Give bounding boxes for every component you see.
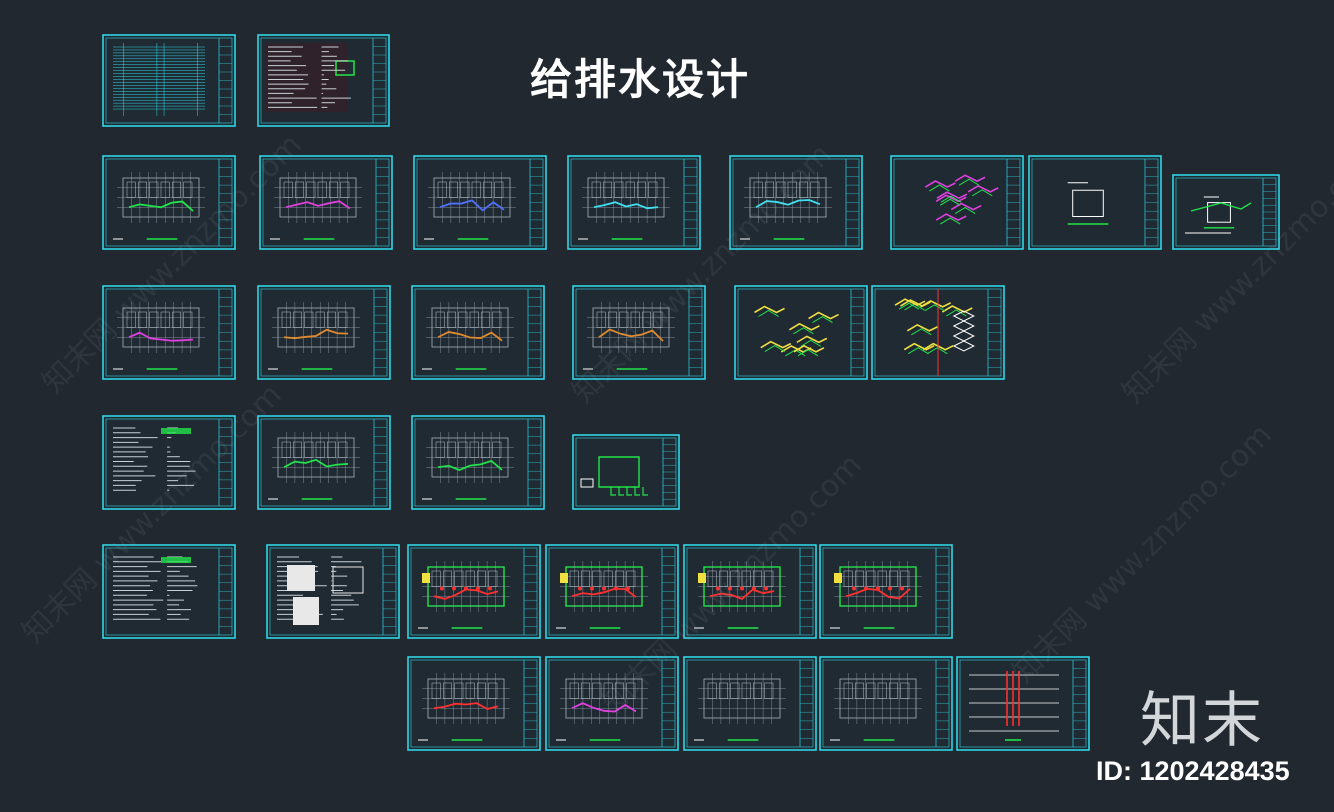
drawing-sheet-29[interactable] <box>683 656 817 751</box>
sheet-frame <box>257 285 391 380</box>
drawing-sheet-26[interactable] <box>819 544 953 639</box>
drawing-sheet-14[interactable] <box>572 285 706 380</box>
drawing-sheet-10[interactable] <box>1172 174 1280 250</box>
drawing-sheet-12[interactable] <box>257 285 391 380</box>
drawing-sheet-31[interactable] <box>956 656 1090 751</box>
drawing-sheet-28[interactable] <box>545 656 679 751</box>
drawing-sheet-24[interactable] <box>545 544 679 639</box>
drawing-sheet-30[interactable] <box>819 656 953 751</box>
drawing-sheet-23[interactable] <box>407 544 541 639</box>
drawing-sheet-7[interactable] <box>729 155 863 250</box>
sheet-frame <box>819 656 953 751</box>
sheet-frame <box>567 155 701 250</box>
sheet-frame <box>257 415 391 510</box>
page-title: 给排水设计 <box>530 55 751 104</box>
sheet-frame <box>411 415 545 510</box>
drawing-sheet-19[interactable] <box>411 415 545 510</box>
drawing-sheet-8[interactable] <box>890 155 1024 250</box>
drawing-sheet-17[interactable] <box>102 415 236 510</box>
sheet-frame <box>413 155 547 250</box>
drawing-sheet-4[interactable] <box>259 155 393 250</box>
sheet-frame <box>683 544 817 639</box>
sheet-frame <box>1028 155 1162 250</box>
sheet-frame <box>102 285 236 380</box>
drawing-sheet-1[interactable] <box>102 34 236 127</box>
drawing-sheet-6[interactable] <box>567 155 701 250</box>
drawing-sheet-3[interactable] <box>102 155 236 250</box>
sheet-frame <box>259 155 393 250</box>
brand-logo: 知末 <box>1140 686 1264 756</box>
sheet-frame <box>102 155 236 250</box>
drawing-sheet-18[interactable] <box>257 415 391 510</box>
sheet-frame <box>102 34 236 127</box>
sheet-frame <box>683 656 817 751</box>
drawing-sheet-2[interactable] <box>257 34 390 127</box>
drawing-sheet-11[interactable] <box>102 285 236 380</box>
sheet-frame <box>572 434 680 510</box>
drawing-sheet-5[interactable] <box>413 155 547 250</box>
sheet-frame <box>819 544 953 639</box>
drawing-sheet-16[interactable] <box>871 285 1005 380</box>
drawing-sheet-15[interactable] <box>734 285 868 380</box>
drawing-sheet-22[interactable] <box>266 544 400 639</box>
sheet-frame <box>545 656 679 751</box>
sheet-frame <box>411 285 545 380</box>
sheet-frame <box>734 285 868 380</box>
sheet-frame <box>1172 174 1280 250</box>
drawing-sheet-25[interactable] <box>683 544 817 639</box>
drawing-sheet-27[interactable] <box>407 656 541 751</box>
sheet-frame <box>890 155 1024 250</box>
sheet-frame <box>956 656 1090 751</box>
sheet-frame <box>407 544 541 639</box>
drawing-sheet-13[interactable] <box>411 285 545 380</box>
drawing-sheet-21[interactable] <box>102 544 236 639</box>
image-id-label: ID: 1202428435 <box>1096 756 1290 786</box>
drawing-sheet-20[interactable] <box>572 434 680 510</box>
drawing-sheet-9[interactable] <box>1028 155 1162 250</box>
sheet-frame <box>545 544 679 639</box>
sheet-frame <box>572 285 706 380</box>
